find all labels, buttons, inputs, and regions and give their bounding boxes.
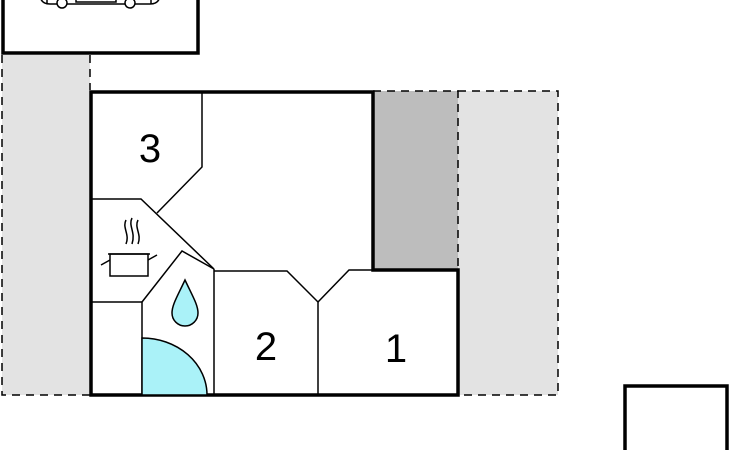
covered-area <box>373 90 459 270</box>
car-icon <box>40 0 160 9</box>
outdoor-area-left <box>1 55 91 396</box>
outdoor-area-right <box>458 90 559 396</box>
room-number-1: 1 <box>385 327 407 371</box>
shower-area <box>141 337 208 396</box>
cooking-pot-icon <box>100 217 158 277</box>
water-drop-icon <box>171 278 199 327</box>
room-number-3: 3 <box>139 127 161 171</box>
neighbor-building <box>623 384 729 450</box>
room-number-2: 2 <box>255 325 277 369</box>
parking-area <box>1 0 200 55</box>
